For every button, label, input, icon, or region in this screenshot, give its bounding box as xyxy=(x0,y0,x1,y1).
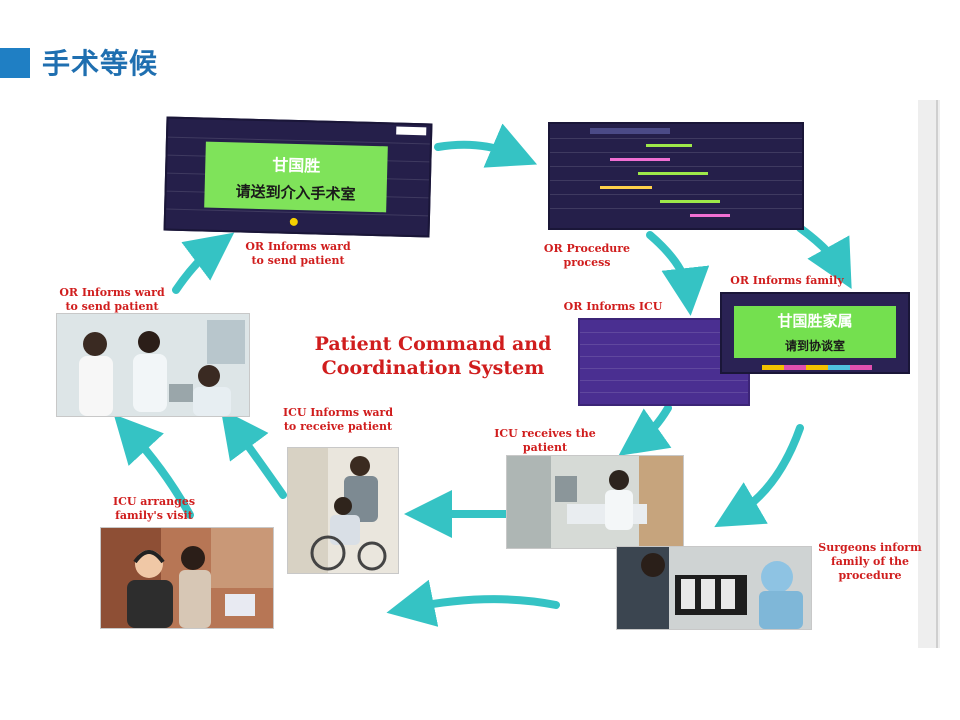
family-visit-photo xyxy=(100,527,274,629)
caption-or-informs-ward-left: OR Informs ward to send patient xyxy=(59,286,165,313)
right-panel-edge-line xyxy=(936,100,938,648)
wheelchair-photo xyxy=(287,447,399,574)
icu-receives-photo xyxy=(506,455,684,549)
patient-message: 请送到介入手术室 xyxy=(235,182,356,204)
icu-receives-illustration xyxy=(507,456,683,548)
nurses-with-child-photo xyxy=(56,313,250,417)
caption-or-informs-ward-top: OR Informs ward to send patient xyxy=(245,240,351,267)
or-board-banner: 甘国胜 请送到介入手术室 xyxy=(204,141,388,213)
arrow-visit-to-nurses xyxy=(113,414,194,519)
arrow-icu-to-receive xyxy=(618,404,672,456)
caption-or-informs-icu: OR Informs ICU xyxy=(563,300,663,313)
status-strip xyxy=(762,365,872,370)
caption-surgeons-inform: Surgeons inform family of the procedure xyxy=(818,541,922,582)
family-visit-illustration xyxy=(101,528,273,628)
page-title: 手术等候 xyxy=(42,47,159,80)
wheelchair-illustration xyxy=(288,448,398,573)
header-strip xyxy=(590,128,670,134)
diagram-title: Patient Command and Coordination System xyxy=(292,332,574,380)
progress-line xyxy=(638,172,708,175)
caption-icu-informs-ward: ICU Informs ward to receive patient xyxy=(282,406,394,433)
surgeons-inform-illustration xyxy=(617,547,811,629)
caption-or-procedure: OR Procedure process xyxy=(543,242,631,269)
caption-icu-receives: ICU receives the patient xyxy=(494,427,596,454)
progress-line xyxy=(600,186,652,189)
caption-icu-arranges: ICU arranges family's visit xyxy=(112,495,196,522)
arrow-wheelchair-to-nurses xyxy=(220,408,287,499)
patient-name: 甘国胜 xyxy=(272,155,321,176)
arrow-nurses-to-top xyxy=(172,232,235,294)
progress-line xyxy=(646,144,692,147)
caption-or-informs-family: OR Informs family xyxy=(730,274,844,287)
or-board-screen: 甘国胜 请送到介入手术室 xyxy=(163,116,433,238)
family-board-screen: 甘国胜家属 请到协谈室 xyxy=(720,292,910,374)
surgeons-inform-photo xyxy=(616,546,812,630)
header-accent-bar xyxy=(0,48,30,78)
arrow-top-to-procedure xyxy=(434,123,538,168)
arrow-procedure-to-icu xyxy=(646,231,710,316)
progress-line xyxy=(660,200,720,203)
right-panel-edge xyxy=(918,100,940,648)
screen-badge xyxy=(396,126,427,136)
arrow-surgeons-to-left xyxy=(386,579,560,627)
family-message: 请到协谈室 xyxy=(784,339,845,353)
diagram-title-line2: Coordination System xyxy=(321,357,545,379)
arrow-family-to-surgeons xyxy=(714,424,804,528)
family-name: 甘国胜家属 xyxy=(777,312,853,330)
diagram-title-line1: Patient Command and xyxy=(314,333,552,355)
family-board-banner: 甘国胜家属 请到协谈室 xyxy=(734,306,896,358)
nurses-illustration xyxy=(57,314,249,416)
procedure-process-screen xyxy=(548,122,804,230)
status-dot xyxy=(289,217,298,227)
progress-line xyxy=(610,158,670,161)
progress-line xyxy=(690,214,730,217)
arrow-procedure-to-family xyxy=(796,224,852,289)
